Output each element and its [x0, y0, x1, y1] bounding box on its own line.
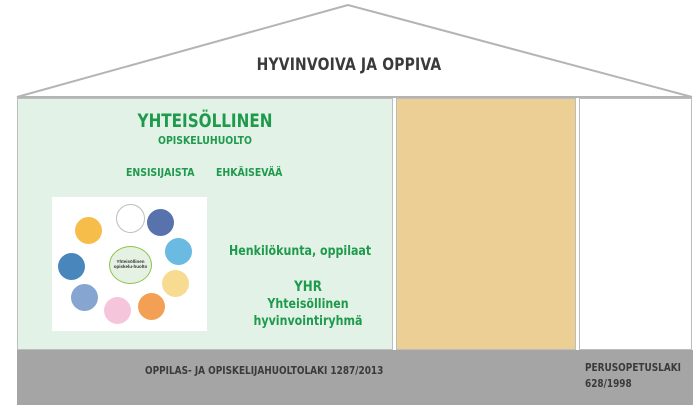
house-roof	[16, 3, 693, 98]
welfare-cycle-diagram: Yhteisöllinen opiskelu-huolto	[52, 197, 207, 331]
diagram-petal	[147, 209, 174, 236]
yhr-abbreviation: YHR	[294, 279, 322, 295]
house-foundation	[17, 350, 693, 405]
diagram-hub: Yhteisöllinen opiskelu-huolto	[109, 246, 152, 284]
yhr-line-1: Yhteisöllinen	[267, 297, 349, 312]
subheading-student-welfare: OPISKELUHUOLTO	[158, 134, 252, 147]
pillar-right	[579, 98, 692, 350]
diagram-petal	[104, 297, 131, 324]
yhr-line-2: hyvinvointiryhmä	[253, 314, 363, 329]
diagram-petal	[75, 217, 102, 244]
diagram-petal	[58, 253, 85, 280]
diagram-petal	[162, 270, 189, 297]
diagram-petal	[165, 238, 192, 265]
diagram-hub-label: Yhteisöllinen opiskelu-huolto	[113, 259, 148, 269]
diagram-petal	[138, 293, 165, 320]
pillar-middle	[396, 98, 576, 350]
diagram-petal	[116, 204, 145, 233]
heading-communal: YHTEISÖLLINEN	[137, 110, 273, 132]
staff-pupils-label: Henkilökunta, oppilaat	[229, 244, 372, 259]
diagram-petal	[71, 284, 98, 311]
law-basic-education-number: 628/1998	[585, 378, 632, 390]
label-preventive: EHKÄISEVÄÄ	[216, 166, 283, 179]
law-student-welfare: OPPILAS- JA OPISKELIJAHUOLTOLAKI 1287/20…	[145, 365, 384, 377]
law-basic-education: PERUSOPETUSLAKI	[585, 362, 682, 374]
roof-title: HYVINVOIVA JA OPPIVA	[256, 55, 442, 75]
label-primary: ENSISIJAISTA	[126, 166, 195, 179]
